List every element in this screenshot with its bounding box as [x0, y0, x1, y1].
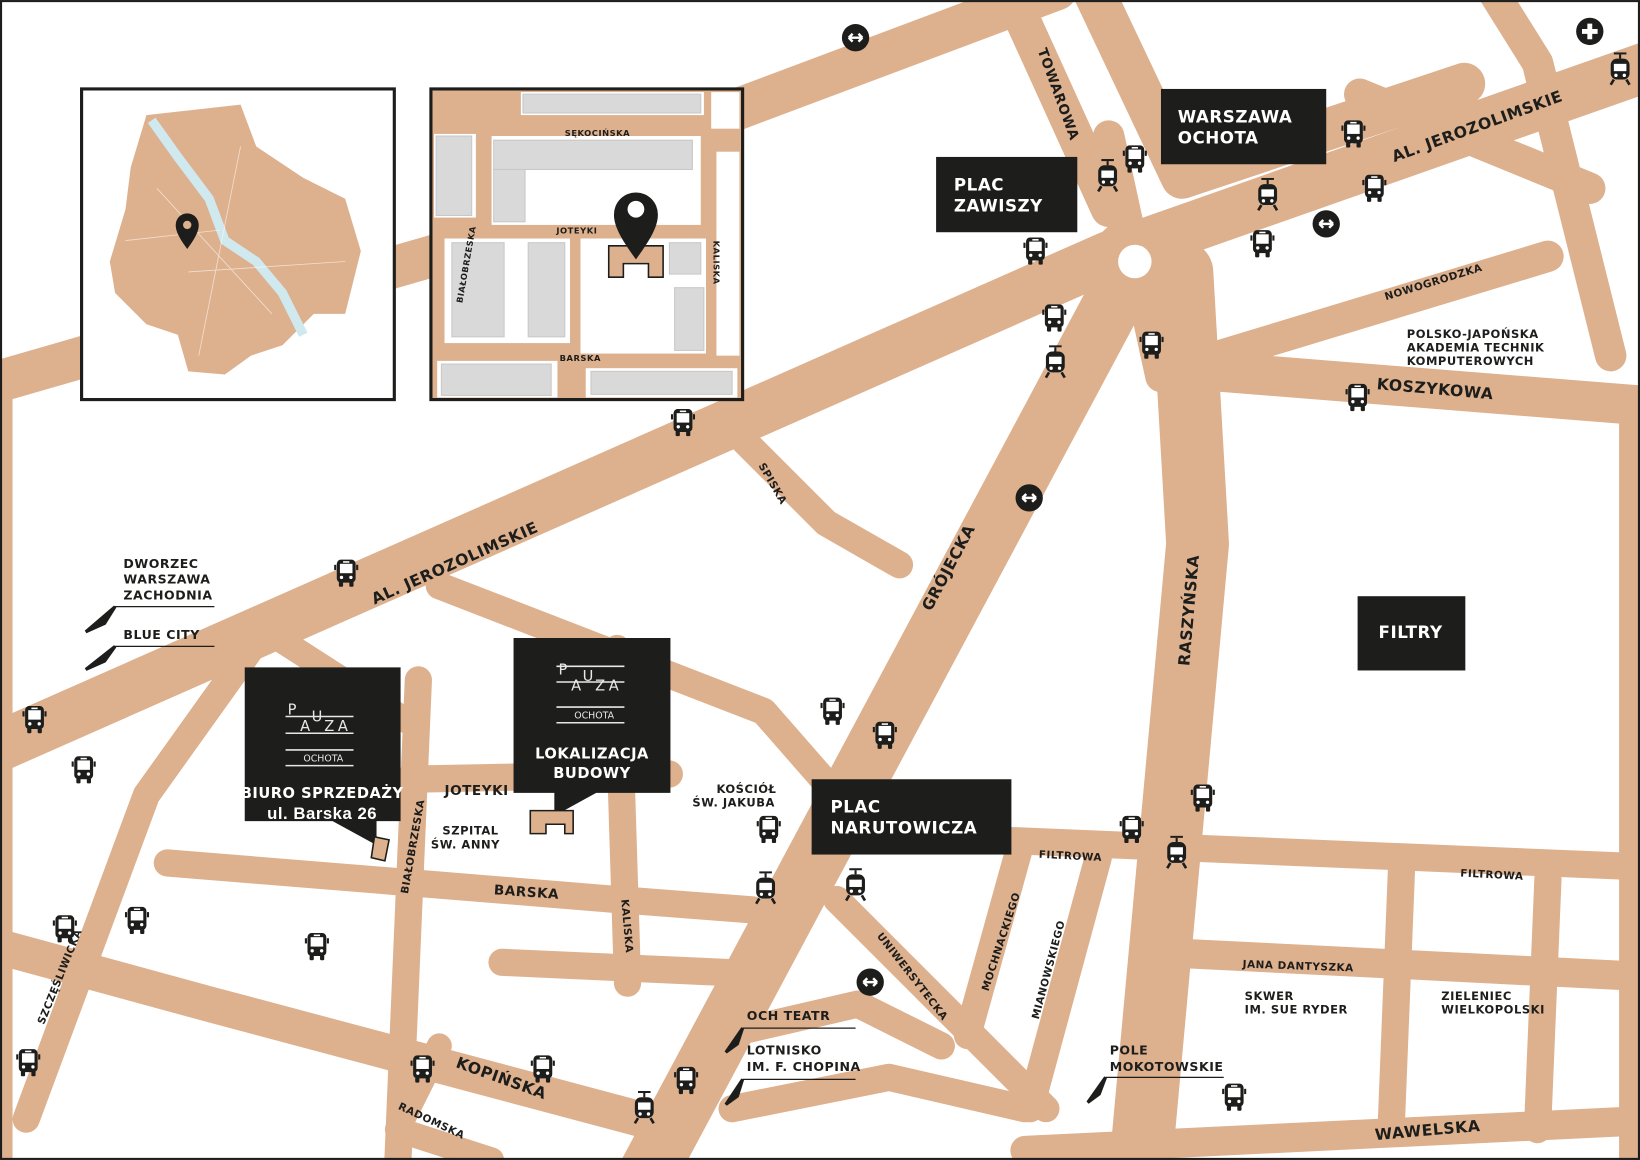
street-joteyki: JOTEYKI: [444, 783, 509, 799]
arrow-icon: [84, 645, 117, 671]
arrow-icon: [724, 1027, 745, 1054]
svg-text:FILTRY: FILTRY: [1379, 622, 1444, 642]
inset-street-barska: BARSKA: [560, 353, 601, 363]
svg-text:OCH TEATR: OCH TEATR: [747, 1008, 831, 1023]
arrow-icon: [1086, 1076, 1108, 1104]
street-filtrowa-west: FILTROWA: [1038, 849, 1102, 864]
direction-blue-city: BLUE CITY: [84, 627, 215, 671]
direction-och-teatr: OCH TEATR: [724, 1008, 856, 1054]
street-barska: BARSKA: [493, 882, 559, 903]
inset-street-joteyki: JOTEYKI: [555, 225, 597, 235]
interchange-icon: [855, 967, 885, 997]
arrow-icon: [84, 605, 117, 634]
svg-text:BLUE CITY: BLUE CITY: [123, 627, 200, 642]
svg-text:OCHOTA: OCHOTA: [574, 711, 614, 722]
hospital-cross-icon: [1576, 18, 1603, 45]
landmark-filtry: FILTRY: [1357, 596, 1466, 671]
interchange-icon: [1311, 209, 1341, 239]
location-pin-icon: [613, 192, 658, 260]
street-kaliska: KALISKA: [618, 899, 635, 954]
svg-text:OCHOTA: OCHOTA: [303, 753, 343, 764]
interchange-icon: [840, 23, 871, 53]
location-pin-icon: [175, 213, 199, 249]
inset-warsaw-overview: [80, 87, 396, 402]
street-jana-dantyszka: JANA DANTYSZKA: [1241, 958, 1354, 974]
inset-street-kaliska: KALISKA: [711, 241, 721, 285]
inset-site-detail: SĘKOCIŃSKA JOTEYKI BIAŁOBRZESKA KALISKA …: [429, 87, 745, 402]
pauza-logo: [285, 715, 354, 767]
inset-street-sekocinska: SĘKOCIŃSKA: [565, 127, 630, 138]
street-filtrowa-east: FILTROWA: [1460, 868, 1524, 883]
interchange-icon: [1014, 483, 1044, 513]
pauza-logo: [556, 665, 625, 724]
arrow-icon: [724, 1078, 745, 1106]
